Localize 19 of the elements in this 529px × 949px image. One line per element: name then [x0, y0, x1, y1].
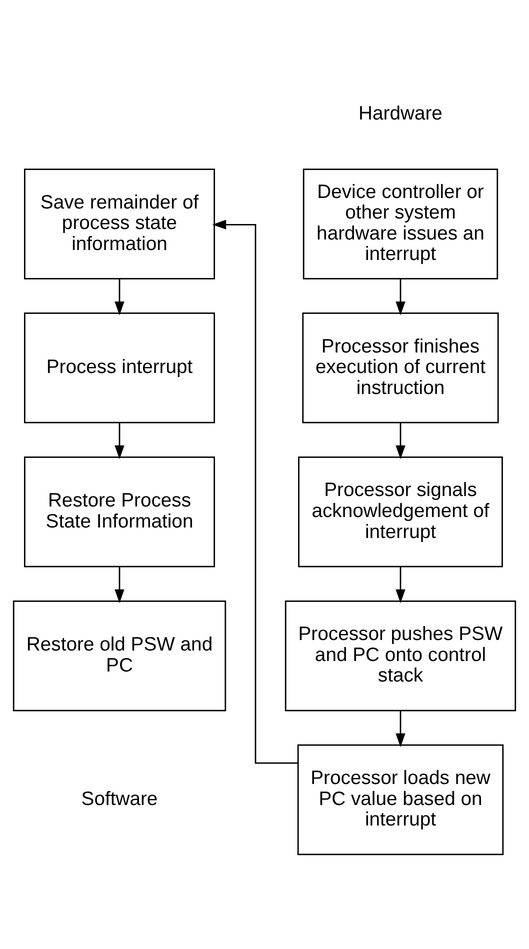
- arrow: [396, 278, 406, 316]
- node-box: Restore Process State Information: [24, 456, 216, 568]
- label: Hardware: [358, 102, 442, 125]
- node-box: Processor finishes execution of current instruction: [302, 312, 499, 424]
- arrow: [212, 220, 298, 764]
- node-box: Device controller or other system hardware issues an interrupt: [302, 168, 498, 280]
- arrow: [114, 422, 124, 460]
- node-box: Process interrupt: [24, 312, 216, 424]
- arrow: [396, 710, 406, 748]
- label: Software: [81, 788, 158, 810]
- node-box: Processor loads new PC value based on interrupt: [297, 744, 504, 856]
- arrow: [114, 566, 124, 604]
- node-box: Save remainder of process state information: [24, 168, 216, 280]
- node-box: Processor pushes PSW and PC onto control stack: [284, 600, 516, 712]
- node-box: Restore old PSW and PC: [12, 600, 226, 712]
- arrow: [396, 422, 406, 460]
- arrow: [396, 566, 406, 604]
- node-box: Processor signals acknowledgement of interrupt: [298, 456, 503, 568]
- arrow: [114, 278, 124, 316]
